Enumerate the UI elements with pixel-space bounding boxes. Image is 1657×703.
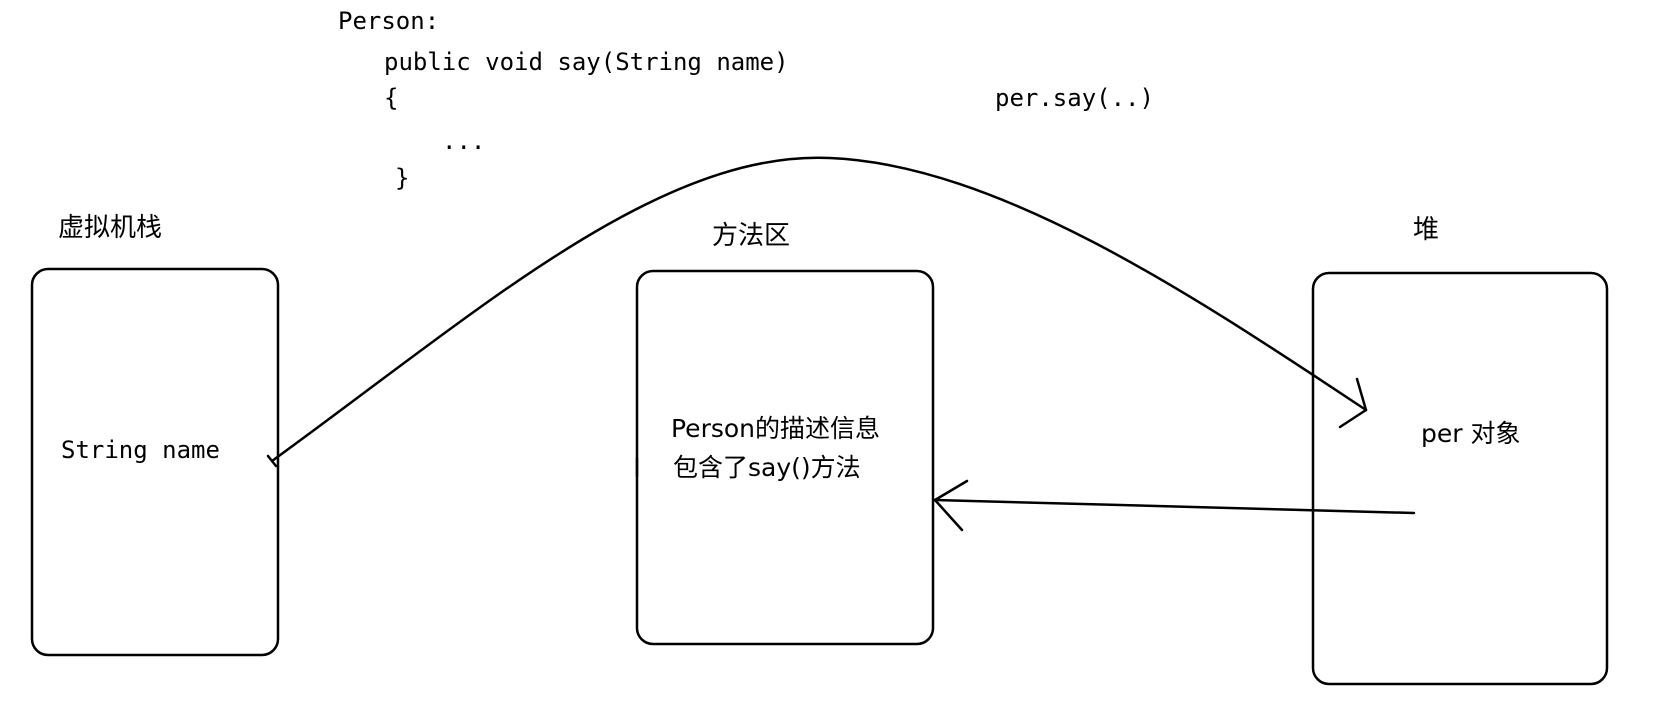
heap-box-border [1311, 271, 1609, 686]
stack-to-heap-arrow [266, 156, 1368, 468]
method-area-line1: Person的描述信息 [671, 414, 880, 443]
stack-box: String name [30, 267, 280, 657]
heap-title: 堆 [1413, 215, 1439, 245]
code-line-class: Person: [338, 7, 439, 35]
heap-to-method-area-arrowhead [933, 479, 969, 532]
method-call-label: per.say(..) [995, 84, 1154, 112]
stack-content: String name [61, 436, 220, 464]
stack-title: 虚拟机栈 [58, 213, 162, 243]
stack-arrow-tail-mark [266, 454, 278, 468]
method-area-line2: 包含了say()方法 [673, 453, 861, 482]
heap-content: per 对象 [1421, 419, 1520, 448]
code-snippet: Person: public void say(String name) { .… [338, 7, 1154, 192]
heap-box: per 对象 [1311, 271, 1609, 686]
stack-to-heap-arrowhead [1338, 377, 1368, 429]
heap-to-method-area-line [933, 498, 1416, 515]
stack-box-border [30, 267, 280, 657]
heap-to-method-area-arrow [933, 479, 1416, 532]
code-line-close-brace: } [395, 164, 409, 192]
stack-to-heap-curve [270, 156, 1368, 463]
code-line-ellipsis: ... [442, 127, 485, 155]
method-area-title: 方法区 [712, 221, 790, 251]
method-area-box: Person的描述信息 包含了say()方法 [635, 269, 935, 646]
code-line-open-brace: { [384, 84, 398, 112]
code-line-method-signature: public void say(String name) [384, 48, 789, 76]
